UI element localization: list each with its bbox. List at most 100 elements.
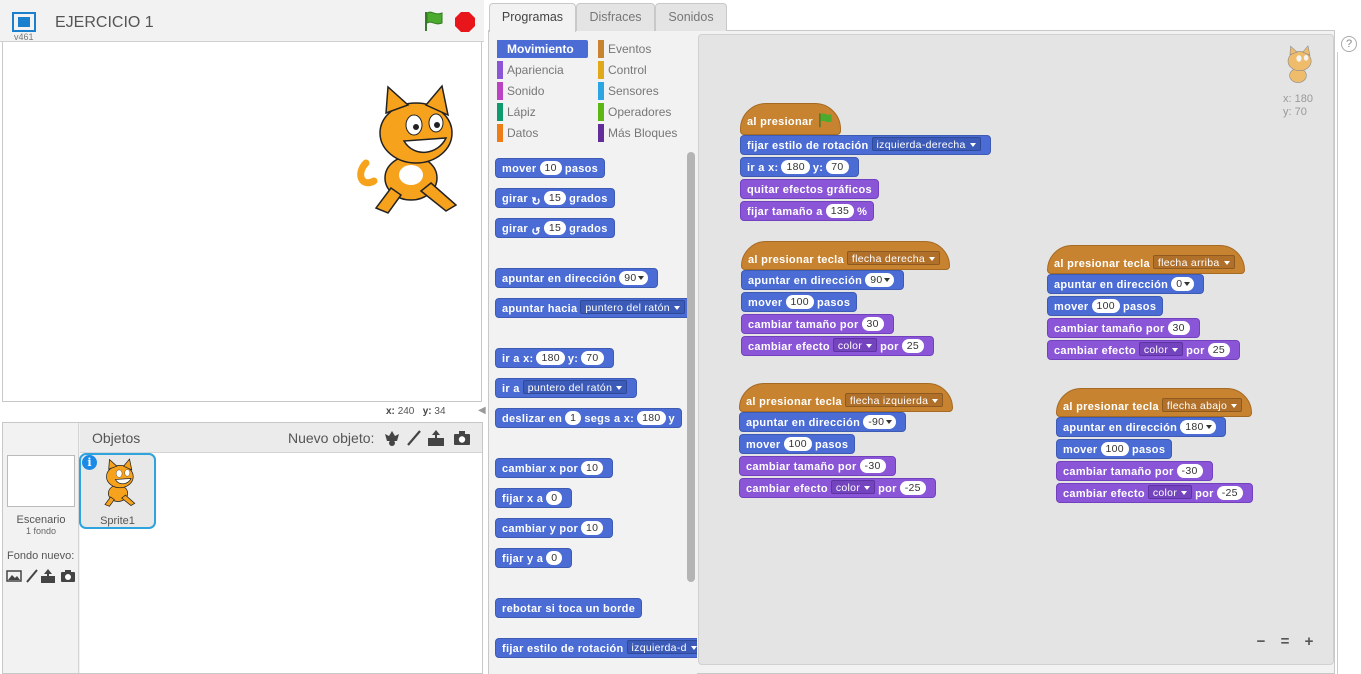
sprite-library-icon[interactable] — [383, 429, 401, 447]
category-lapiz[interactable]: Lápiz — [497, 103, 588, 121]
zoom-out-icon[interactable]: − — [1256, 633, 1266, 650]
backdrop-library-icon[interactable] — [6, 568, 22, 584]
sprite1-thumbnail[interactable]: i Sprite1 — [79, 453, 156, 529]
category-label: Operadores — [608, 105, 672, 119]
category-swatch — [598, 61, 604, 79]
category-apariencia[interactable]: Apariencia — [497, 61, 588, 79]
category-swatch — [598, 40, 604, 58]
category-swatch — [497, 124, 503, 142]
category-eventos[interactable]: Eventos — [598, 40, 690, 58]
cat-sprite[interactable] — [356, 83, 466, 223]
green-flag-icon[interactable] — [422, 10, 444, 32]
change-size-block[interactable]: cambiar tamaño por-30 — [1056, 461, 1213, 481]
category-sensores[interactable]: Sensores — [598, 82, 690, 100]
upload-sprite-icon[interactable] — [427, 429, 445, 447]
clear-graphic-effects-block[interactable]: quitar efectos gráficos — [740, 179, 879, 199]
category-swatch — [598, 82, 604, 100]
stage-header — [0, 0, 484, 42]
paint-sprite-icon[interactable] — [405, 429, 423, 447]
category-datos[interactable]: Datos — [497, 124, 588, 142]
category-swatch — [497, 61, 503, 79]
category-movimiento[interactable]: Movimiento — [497, 40, 588, 58]
upload-backdrop-icon[interactable] — [40, 568, 56, 584]
scripts-area[interactable]: x: 180 y: 70 al presionar fijar estilo d… — [698, 34, 1334, 665]
sprite1-cat-icon — [104, 458, 136, 507]
point-direction-block[interactable]: apuntar en dirección-90 — [739, 412, 907, 432]
zoom-in-icon[interactable]: + — [1304, 633, 1314, 650]
category-label: Control — [608, 63, 647, 77]
sprite-pane: Escenario 1 fondo Fondo nuevo: Objetos N… — [2, 422, 483, 674]
palette-bounce-block[interactable]: rebotar si toca un borde — [495, 598, 643, 618]
category-swatch — [497, 103, 503, 121]
backdrop-count: 1 fondo — [25, 526, 57, 536]
sprites-header: Objetos Nuevo objeto: — [80, 423, 482, 453]
help-icon[interactable]: ? — [1341, 36, 1357, 52]
sprite-x-readout: x: 180 — [1283, 93, 1313, 105]
tab-disfraces[interactable]: Disfraces — [576, 3, 655, 31]
new-sprite-label: Nuevo objeto: — [288, 430, 375, 446]
paint-backdrop-icon[interactable] — [24, 568, 40, 584]
category-swatch — [598, 103, 604, 121]
category-swatch — [598, 124, 604, 142]
camera-backdrop-icon[interactable] — [60, 568, 76, 584]
category-swatch — [497, 40, 503, 58]
change-size-block[interactable]: cambiar tamaño por-30 — [739, 456, 896, 476]
info-icon[interactable]: i — [82, 455, 97, 470]
sprite-y-readout: y: 70 — [1283, 106, 1307, 118]
category-sonido[interactable]: Sonido — [497, 82, 588, 100]
category-operadores[interactable]: Operadores — [598, 103, 690, 121]
category-mas-bloques[interactable]: Más Bloques — [598, 124, 690, 142]
palette-scrollbar[interactable] — [687, 152, 695, 582]
project-title[interactable]: EJERCICIO 1 — [55, 14, 154, 31]
stop-icon[interactable] — [454, 11, 476, 33]
stage-label: Escenario — [16, 514, 66, 526]
category-label: Movimiento — [507, 42, 574, 56]
category-label: Datos — [507, 126, 539, 140]
when-flag-clicked-hat[interactable]: al presionar — [740, 103, 842, 135]
fullscreen-icon[interactable] — [12, 12, 36, 32]
green-flag-icon — [819, 113, 832, 128]
tab-programas[interactable]: Programas — [489, 3, 576, 32]
camera-sprite-icon[interactable] — [453, 429, 471, 447]
category-control[interactable]: Control — [598, 61, 690, 79]
collapse-stage-arrow-icon[interactable]: ◀ — [478, 405, 486, 416]
rotate-left-icon: ↺ — [531, 226, 541, 238]
tab-sonidos[interactable]: Sonidos — [655, 3, 727, 31]
stage-thumbnail[interactable] — [7, 455, 75, 507]
new-backdrop-label: Fondo nuevo: — [7, 550, 75, 562]
zoom-reset-icon[interactable]: = — [1280, 633, 1290, 650]
